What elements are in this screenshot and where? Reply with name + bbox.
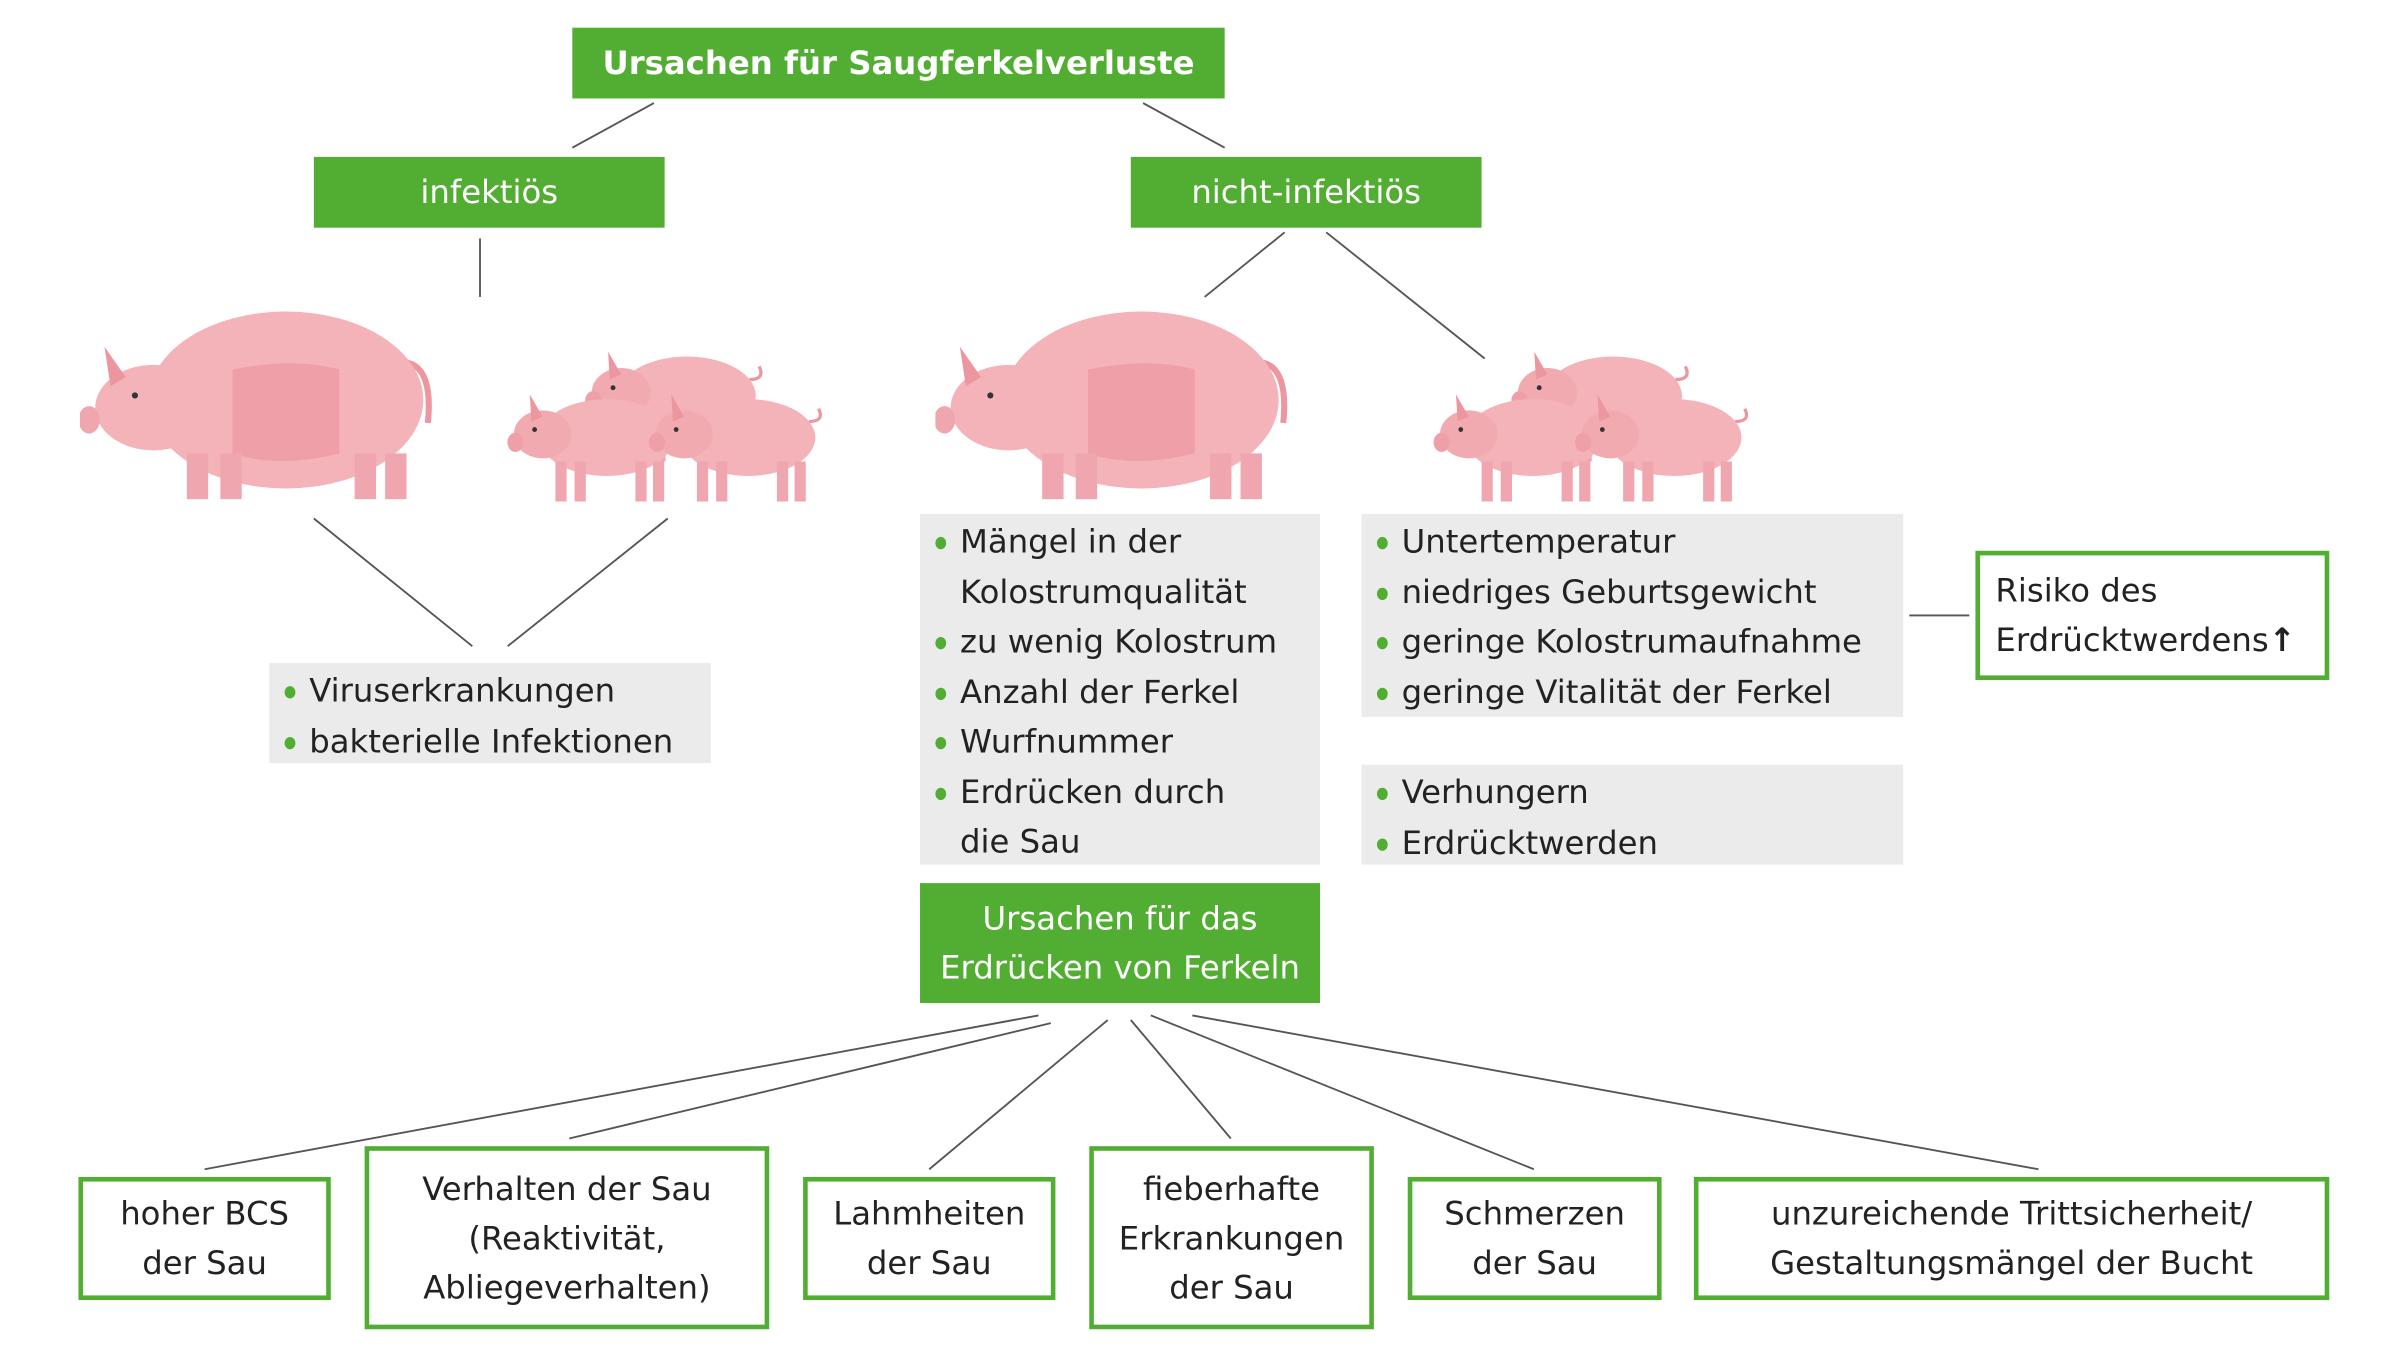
non-infectious-box: nicht-infektiös	[1130, 156, 1482, 228]
cause-text: (Reaktivität,	[468, 1219, 666, 1257]
list-item: niedriges Geburtsgewicht	[1374, 567, 1891, 617]
cause-text: unzureichende Trittsicherheit/	[1770, 1195, 2253, 1233]
list-item: Untertemperatur	[1374, 517, 1891, 567]
cause-text: Erkrankungen	[1118, 1219, 1345, 1257]
piglets-illustration-right	[1431, 349, 1749, 502]
cause-text: der Sau	[866, 1244, 992, 1282]
list-item: Erdrücktwerden	[1374, 818, 1891, 868]
list-item: Anzahl der Ferkel	[932, 667, 1307, 717]
list-item-text: Mängel in der	[960, 523, 1182, 561]
outcomes-list: Verhungern Erdrücktwerden	[1361, 764, 1904, 868]
cause-text: Verhalten der Sau	[422, 1170, 712, 1207]
cause-text: fieberhafte	[1143, 1170, 1321, 1207]
list-item: Wurfnummer	[932, 717, 1307, 767]
list-item: geringe Vitalität der Ferkel	[1374, 667, 1891, 717]
list-item: Verhungern	[1374, 768, 1891, 818]
crushing-cause-box: unzureichende Trittsicherheit/Gestaltung…	[1693, 1176, 2330, 1301]
list-item-text: die Sau	[960, 823, 1081, 861]
sow-illustration-left	[78, 312, 428, 500]
piglet-causes-list: Untertemperatur niedriges Geburtsgewicht…	[1361, 513, 1904, 717]
cause-text: der Sau	[142, 1244, 267, 1282]
crushing-title-text: Erdrücken von Ferkeln	[940, 949, 1300, 987]
crushing-cause-box: Lahmheiten der Sau	[803, 1176, 1056, 1301]
cause-text: Gestaltungsmängel der Bucht	[1770, 1244, 2254, 1282]
list-item: Viruserkrankungen	[282, 666, 699, 716]
risk-text: Erdrücktwerdens	[1995, 621, 2269, 659]
crushing-title-text: Ursachen für das	[982, 900, 1258, 937]
list-item-text: Erdrücken durch	[960, 773, 1226, 811]
infectious-causes-list: Viruserkrankungen bakterielle Infektione…	[269, 663, 711, 766]
sow-illustration-right	[934, 312, 1284, 500]
infectious-box: infektiös	[313, 156, 665, 228]
risk-text: Risiko des	[1995, 572, 2158, 610]
crushing-cause-box: hoher BCS der Sau	[78, 1176, 331, 1301]
arrow-up-icon: ↑	[2268, 621, 2296, 659]
cause-text: Lahmheiten	[833, 1195, 1026, 1233]
list-item-text: Kolostrumqualität	[960, 573, 1247, 611]
list-item: zu wenig Kolostrum	[932, 617, 1307, 667]
cause-text: hoher BCS	[120, 1195, 290, 1233]
cause-text: Abliegeverhalten)	[423, 1268, 711, 1306]
piglets-illustration-left	[505, 349, 823, 502]
cause-text: der Sau	[1169, 1268, 1294, 1306]
crushing-cause-box: Schmerzen der Sau	[1407, 1176, 1662, 1301]
crushing-cause-box: Verhalten der Sau (Reaktivität, Abliegever…	[364, 1146, 770, 1330]
list-item: bakterielle Infektionen	[282, 716, 699, 766]
list-item: Erdrücken durch die Sau	[932, 767, 1307, 867]
cause-text: Schmerzen	[1444, 1195, 1625, 1233]
main-title-box: Ursachen für Saugferkelverluste	[572, 27, 1225, 99]
list-item: geringe Kolostrumaufnahme	[1374, 617, 1891, 667]
cause-text: der Sau	[1472, 1244, 1598, 1282]
